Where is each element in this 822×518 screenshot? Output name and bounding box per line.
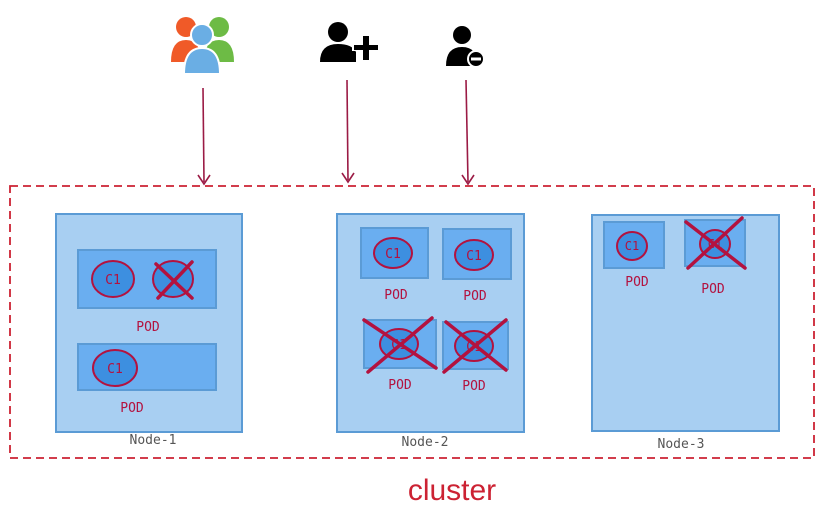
pod-box-removed: C1 bbox=[362, 316, 438, 374]
container-circle bbox=[92, 349, 138, 387]
pod-box-removed: C1 bbox=[442, 318, 509, 374]
user-group-icon bbox=[171, 17, 234, 75]
pod-label: POD bbox=[120, 401, 144, 416]
pod-label: POD bbox=[463, 289, 487, 304]
container-circle bbox=[454, 239, 494, 271]
container-circle bbox=[373, 237, 413, 269]
container-label: C1 bbox=[385, 247, 401, 262]
remove-user-icon bbox=[446, 26, 485, 68]
add-user-icon bbox=[320, 22, 380, 62]
cluster-border bbox=[9, 185, 815, 459]
pod-label: POD bbox=[384, 288, 408, 303]
arrow-add-user bbox=[341, 79, 355, 184]
container-label: C1 bbox=[107, 362, 123, 377]
pod-label: POD bbox=[136, 320, 160, 335]
node-label: Node-1 bbox=[130, 433, 177, 448]
node-label: Node-2 bbox=[402, 435, 449, 450]
container-circle-removed bbox=[152, 260, 194, 300]
container-circle bbox=[91, 260, 135, 298]
container-label: C1 bbox=[466, 249, 482, 264]
pod-label: POD bbox=[388, 378, 412, 393]
container-circle bbox=[616, 231, 648, 261]
arrow-remove-user bbox=[461, 79, 475, 186]
container-label: C1 bbox=[105, 273, 121, 288]
container-label: C1 bbox=[625, 239, 639, 253]
pod-box-removed: C1 bbox=[684, 216, 747, 270]
cluster-label: cluster bbox=[408, 474, 496, 507]
pod-label: POD bbox=[701, 282, 725, 297]
pod-label: POD bbox=[462, 379, 486, 394]
arrow-user-group bbox=[197, 87, 211, 186]
pod-label: POD bbox=[625, 275, 649, 290]
node-label: Node-3 bbox=[658, 437, 705, 452]
